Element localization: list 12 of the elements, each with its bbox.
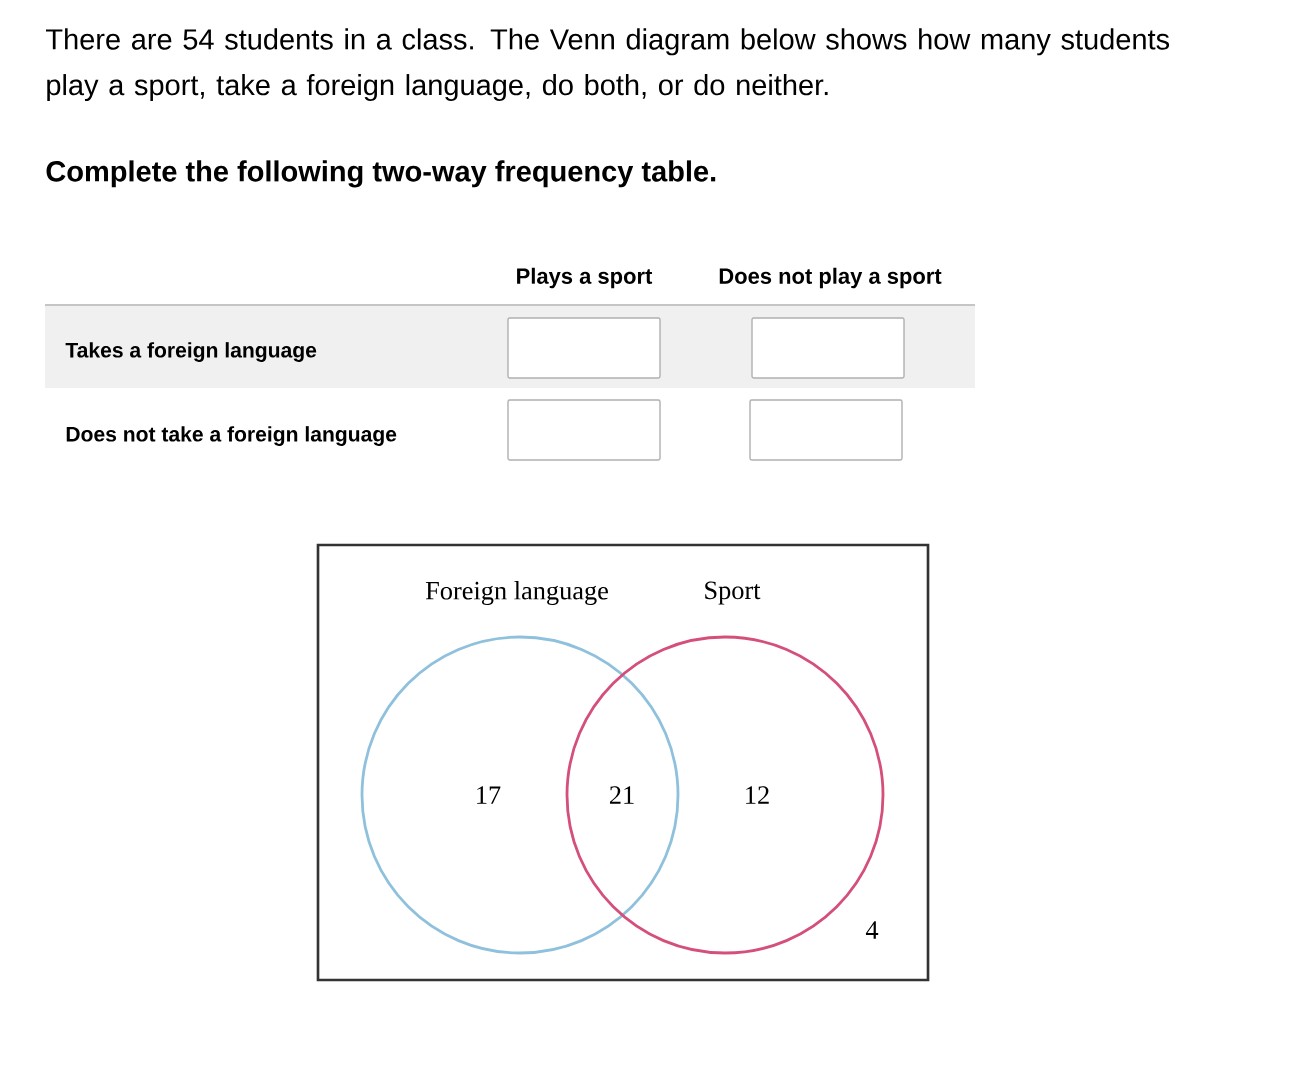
count-label: 21 — [610, 786, 634, 804]
count-label: 12 — [746, 786, 769, 804]
column-header: Does not play a sport — [719, 267, 942, 289]
set-label: Sport — [705, 581, 761, 605]
count-label: 4 — [865, 921, 879, 939]
count-label: 17 — [477, 786, 501, 804]
question-text: There are 54 students in a class. The Venn diagram below shows how many students play a sport, take a foreign language, do both, or do neither. — [46, 28, 1170, 102]
set-label: Foreign language — [425, 581, 608, 605]
column-header: Plays a sport — [517, 267, 653, 289]
instruction-text: Complete the following two-way frequency table. — [46, 160, 716, 188]
row-header: Takes a foreign language — [65, 342, 317, 362]
row-header: Does not take a foreign language — [66, 426, 397, 446]
